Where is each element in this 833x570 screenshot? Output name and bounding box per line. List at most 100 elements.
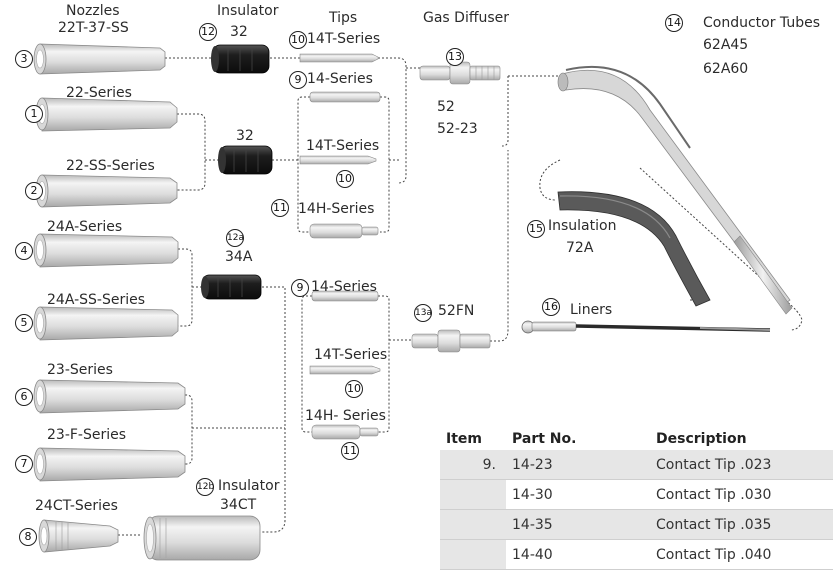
row-description: Contact Tip .040 <box>650 539 833 570</box>
callout-12a: 12a <box>226 229 244 247</box>
insulator-12b-label: 34CT <box>220 497 257 513</box>
header-part-no: Part No. <box>512 431 577 447</box>
nozzle-6 <box>33 379 186 414</box>
gas-diffuser-13 <box>419 61 501 85</box>
conductor-part-62a45: 62A45 <box>703 37 749 53</box>
nozzle-1 <box>35 97 178 132</box>
callout-16: 16 <box>542 298 560 316</box>
insulator-12a <box>201 274 262 300</box>
table-row: 14-40 Contact Tip .040 <box>440 539 833 570</box>
insulator-heading: Insulator <box>217 3 279 19</box>
insulator-12 <box>211 44 270 74</box>
nozzle-4 <box>33 233 179 268</box>
insulator-12b-title: Insulator <box>218 478 280 494</box>
tip-9b-label: 14-Series <box>311 279 377 295</box>
callout-5: 5 <box>15 314 33 332</box>
liners-label: Liners <box>570 302 613 318</box>
row-part-no: 14-40 <box>506 539 650 570</box>
row-part-no: 14-23 <box>506 450 650 480</box>
tip-10a <box>299 155 377 165</box>
row-item <box>440 539 506 570</box>
callout-11b: 11 <box>341 442 359 460</box>
gas-diffuser-13a <box>411 329 491 353</box>
tip-11a-label: 14H-Series <box>298 201 375 217</box>
insulation-15 <box>557 191 711 307</box>
callout-13: 13 <box>446 48 464 66</box>
row-description: Contact Tip .030 <box>650 479 833 510</box>
callout-9b: 9 <box>291 279 309 297</box>
tip-10a-label: 14T-Series <box>306 138 380 154</box>
callout-8: 8 <box>19 528 37 546</box>
callout-7: 7 <box>15 455 33 473</box>
callout-12b: 12b <box>196 478 214 496</box>
insulation-label: Insulation <box>548 218 617 234</box>
nozzle-5 <box>33 306 179 341</box>
tip-11b <box>311 424 379 440</box>
conductor-part-62a60: 62A60 <box>703 61 749 77</box>
nozzle-7 <box>33 447 186 482</box>
table-row: 14-35 Contact Tip .035 <box>440 509 833 540</box>
diffuser-13a-label: 52FN <box>438 303 475 319</box>
diffuser-13-part-a: 52 <box>437 99 455 115</box>
tip-10b-label: 14T-Series <box>314 347 388 363</box>
table-row: 14-30 Contact Tip .030 <box>440 479 833 510</box>
header-item: Item <box>446 431 482 447</box>
nozzle-2-label: 22-SS-Series <box>66 158 155 174</box>
callout-10a: 10 <box>336 170 354 188</box>
row-item: 9. <box>440 450 506 480</box>
nozzle-6-label: 23-Series <box>47 362 113 378</box>
row-item <box>440 479 506 510</box>
row-description: Contact Tip .035 <box>650 509 833 540</box>
tip-9a <box>309 91 381 103</box>
tip-11a <box>309 223 379 239</box>
nozzle-7-label: 23-F-Series <box>47 427 127 443</box>
row-part-no: 14-35 <box>506 509 650 540</box>
insulator-32 <box>218 145 273 175</box>
row-item <box>440 509 506 540</box>
callout-1: 1 <box>25 105 43 123</box>
row-part-no: 14-30 <box>506 479 650 510</box>
callout-4: 4 <box>15 242 33 260</box>
tip-top-10 <box>299 53 379 63</box>
insulator-12b <box>143 515 261 561</box>
callout-11a: 11 <box>271 199 289 217</box>
header-description: Description <box>656 431 747 447</box>
diffuser-13-part-b: 52-23 <box>437 121 478 137</box>
nozzle-8-label: 24CT-Series <box>35 498 118 514</box>
conductor-tubes-heading: Conductor Tubes <box>703 15 821 31</box>
insulation-part-label: 72A <box>566 240 594 256</box>
gas-diffuser-heading: Gas Diffuser <box>423 10 510 26</box>
nozzles-heading: Nozzles <box>66 3 120 19</box>
nozzle-3 <box>33 43 166 75</box>
nozzle-2 <box>35 174 178 208</box>
insulator-32-label: 32 <box>236 128 254 144</box>
tip-9b <box>311 290 379 302</box>
tip-11b-label: 14H- Series <box>305 408 386 424</box>
callout-13a: 13a <box>414 304 432 322</box>
row-description: Contact Tip .023 <box>650 450 833 480</box>
callout-10-top: 10 <box>289 31 307 49</box>
liner-16 <box>521 320 771 334</box>
conductor-tube-14 <box>557 65 793 315</box>
tip-9a-label: 14-Series <box>307 71 373 87</box>
callout-2: 2 <box>25 182 43 200</box>
nozzle-5-label: 24A-SS-Series <box>47 292 146 308</box>
insulator-12a-label: 34A <box>225 249 253 265</box>
parts-table: Item Part No. Description 9. 14-23 Conta… <box>440 428 833 570</box>
tips-heading: Tips <box>329 10 358 26</box>
callout-6: 6 <box>15 388 33 406</box>
tip-10b <box>309 365 381 375</box>
callout-10b: 10 <box>345 380 363 398</box>
tip-top-10-label: 14T-Series <box>307 31 381 47</box>
table-header-row: Item Part No. Description <box>440 428 833 450</box>
callout-12: 12 <box>199 23 217 41</box>
callout-14: 14 <box>665 14 683 32</box>
nozzle-1-label: 22-Series <box>66 85 132 101</box>
nozzle-4-label: 24A-Series <box>47 219 123 235</box>
nozzle-8 <box>38 519 119 553</box>
insulator-12-label: 32 <box>230 24 248 40</box>
table-row: 9. 14-23 Contact Tip .023 <box>440 450 833 480</box>
nozzles-sub-heading: 22T-37-SS <box>58 20 129 36</box>
callout-9a: 9 <box>289 71 307 89</box>
